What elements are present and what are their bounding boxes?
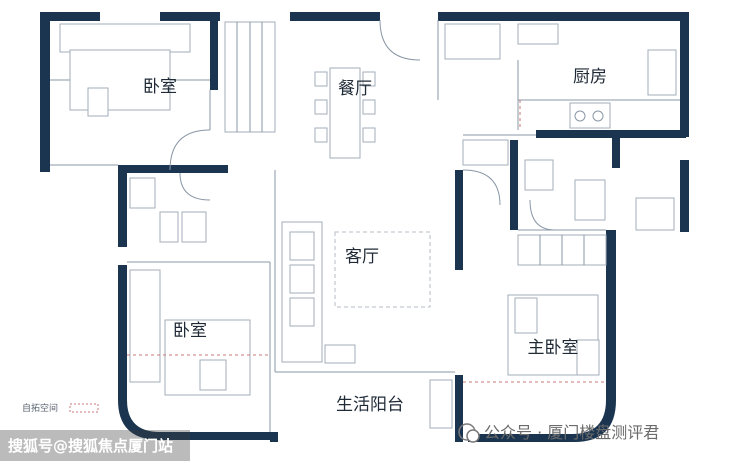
dining-chair (314, 127, 328, 143)
wall-top-1 (40, 12, 100, 21)
pillow (514, 297, 538, 334)
walls (40, 12, 689, 442)
column-3 (510, 140, 518, 230)
room-label-balcony: 生活阳台 (336, 395, 404, 415)
room-label-living: 客厅 (345, 247, 379, 267)
legend: 自拓空间 (22, 402, 99, 414)
legend-label: 自拓空间 (22, 402, 58, 414)
room-label-master-bedroom: 主卧室 (528, 338, 579, 358)
kitchen-fridge (444, 23, 501, 60)
watermark-right: 公众号 · 厦门楼盘测评君 (458, 423, 659, 443)
shower-master (574, 179, 606, 221)
kitchen-sink (647, 49, 677, 96)
bed-headboard (59, 23, 191, 53)
furniture (59, 21, 677, 429)
watermark-left: 搜狐号@搜狐焦点厦门站 (0, 430, 190, 461)
rug (334, 231, 431, 308)
nightstand (576, 339, 600, 376)
kitchen-counter (517, 23, 559, 45)
wall-balcony-left (270, 432, 278, 442)
stove (569, 102, 611, 129)
watermark-right-text: 公众号 · 厦门楼盘测评君 (484, 423, 659, 442)
dining-chair (314, 71, 328, 87)
room-label-dining: 餐厅 (338, 79, 372, 99)
wall-balcony-right (455, 375, 463, 442)
extension-markers (127, 100, 606, 383)
dining-chair (362, 99, 376, 115)
wall-master-curve (468, 230, 616, 442)
legend-swatch (69, 403, 99, 413)
balcony-washer (429, 379, 453, 429)
chair (87, 87, 109, 117)
basin (159, 211, 179, 243)
room-label-bedroom-bottom-left: 卧室 (173, 321, 207, 341)
wall-right-kitchen (680, 12, 689, 137)
dining-chair (362, 71, 376, 87)
sofa-cushion (289, 264, 315, 294)
wall-left-mid (118, 165, 127, 247)
bedroom-chair (199, 359, 227, 391)
wall-bedroom-curve (118, 265, 270, 440)
dining-chair (362, 127, 376, 143)
wall-top-kitchen (438, 12, 688, 21)
toilet-master (524, 159, 554, 191)
column-2 (455, 170, 463, 270)
wall-top-2 (160, 12, 220, 21)
wardrobe-master (635, 197, 675, 231)
wall-left-top (40, 12, 50, 172)
wall-master-stub (612, 138, 620, 168)
column-1 (210, 20, 218, 90)
side-table (324, 344, 356, 364)
wall-top-3 (290, 12, 380, 21)
wall-kitchen-bottom (536, 130, 686, 138)
wall-right-mid (680, 160, 689, 232)
sofa-cushion (289, 297, 315, 327)
sofa-cushion (289, 231, 315, 261)
dining-table (329, 67, 361, 159)
bath-cabinet (462, 139, 509, 166)
bedroom-wardrobe (129, 269, 161, 383)
wall-bathroom-top (118, 165, 228, 173)
room-label-bedroom-top-left: 卧室 (143, 77, 177, 97)
toilet (181, 211, 207, 243)
watermark-left-text: 搜狐号@搜狐焦点厦门站 (8, 437, 173, 455)
bed (69, 49, 171, 111)
room-label-kitchen: 厨房 (573, 67, 607, 87)
shower (129, 177, 156, 209)
interior-lines (50, 19, 680, 432)
dining-chair (314, 99, 328, 115)
